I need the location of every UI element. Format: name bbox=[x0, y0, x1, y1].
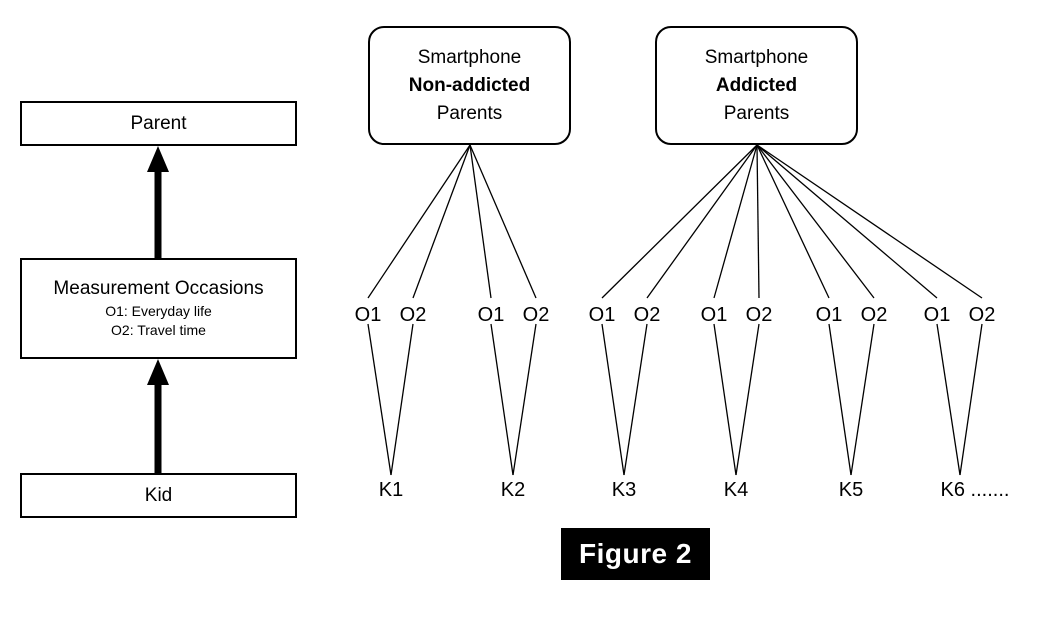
edge-occasion-to-kid bbox=[490, 323, 514, 476]
arrow-measurement-to-parent bbox=[147, 359, 169, 473]
edge-occasion-to-kid bbox=[828, 323, 852, 476]
group-box-smartphone-non-addicted-parents: Smartphone Non-addicted Parents bbox=[368, 26, 571, 145]
group-line-3: Parents bbox=[436, 102, 503, 124]
level-box-measurement-occasions: Measurement Occasions O1: Everyday life … bbox=[20, 258, 297, 359]
level-box-parent: Parent bbox=[20, 101, 297, 146]
group-line-3: Parents bbox=[723, 102, 790, 124]
edge-group-to-occasion bbox=[367, 144, 471, 299]
left-panel-arrows bbox=[147, 146, 169, 473]
edge-group-to-occasion bbox=[469, 144, 492, 299]
edge-occasion-to-kid bbox=[936, 323, 961, 476]
group-line-2-emphasis: Non-addicted bbox=[408, 74, 531, 96]
figure-caption: Figure 2 bbox=[561, 528, 710, 580]
kid-label-k4: K4 bbox=[723, 479, 749, 501]
occasion-label-o1: O1 bbox=[700, 304, 728, 326]
figure-caption-text: Figure 2 bbox=[579, 538, 692, 569]
occasion-label-o1: O1 bbox=[588, 304, 616, 326]
edge-group-to-occasion bbox=[601, 144, 758, 299]
level-subtitle-occasion-1: O1: Everyday life bbox=[105, 302, 212, 319]
level-box-kid: Kid bbox=[20, 473, 297, 518]
edge-group-to-occasion bbox=[756, 144, 830, 299]
edge-occasion-to-kid bbox=[390, 323, 414, 476]
group-line-1: Smartphone bbox=[704, 46, 809, 68]
edge-group-to-occasion bbox=[646, 144, 758, 299]
level-title-kid: Kid bbox=[144, 484, 173, 506]
edge-group-to-occasion bbox=[713, 144, 758, 299]
edge-occasion-to-kid bbox=[512, 323, 537, 476]
level-subtitle-occasion-2: O2: Travel time bbox=[111, 321, 206, 338]
edge-group-to-occasion bbox=[756, 144, 938, 299]
edge-occasion-to-kid bbox=[601, 323, 625, 476]
edge-group-to-occasion bbox=[756, 144, 983, 299]
kid-label-k1: K1 bbox=[378, 479, 404, 501]
occasion-label-o2: O2 bbox=[399, 304, 427, 326]
kid-label-k2: K2 bbox=[500, 479, 526, 501]
kid-label-k6: K6 ....... bbox=[940, 479, 1010, 501]
group-box-smartphone-addicted-parents: Smartphone Addicted Parents bbox=[655, 26, 858, 145]
level-title-measurement-occasions: Measurement Occasions bbox=[53, 277, 264, 299]
group-line-2-emphasis: Addicted bbox=[715, 74, 798, 96]
edge-occasion-to-kid bbox=[735, 323, 760, 476]
occasion-label-o2: O2 bbox=[860, 304, 888, 326]
hierarchy-lines bbox=[367, 144, 983, 476]
edge-occasion-to-kid bbox=[713, 323, 737, 476]
edge-group-to-occasion bbox=[756, 144, 760, 299]
kid-label-k5: K5 bbox=[838, 479, 864, 501]
occasion-label-o1: O1 bbox=[923, 304, 951, 326]
occasion-label-o2: O2 bbox=[745, 304, 773, 326]
occasion-label-o1: O1 bbox=[354, 304, 382, 326]
occasion-label-o2: O2 bbox=[522, 304, 550, 326]
edge-group-to-occasion bbox=[756, 144, 875, 299]
edge-occasion-to-kid bbox=[959, 323, 983, 476]
level-title-parent: Parent bbox=[130, 112, 187, 134]
edge-occasion-to-kid bbox=[623, 323, 648, 476]
occasion-label-o1: O1 bbox=[815, 304, 843, 326]
group-line-1: Smartphone bbox=[417, 46, 522, 68]
edge-group-to-occasion bbox=[412, 144, 471, 299]
edge-occasion-to-kid bbox=[850, 323, 875, 476]
occasion-label-o1: O1 bbox=[477, 304, 505, 326]
kid-label-k3: K3 bbox=[611, 479, 637, 501]
edge-occasion-to-kid bbox=[367, 323, 392, 476]
occasion-label-o2: O2 bbox=[633, 304, 661, 326]
arrow-kid-to-measurement bbox=[147, 146, 169, 258]
occasion-label-o2: O2 bbox=[968, 304, 996, 326]
edge-group-to-occasion bbox=[469, 144, 537, 299]
